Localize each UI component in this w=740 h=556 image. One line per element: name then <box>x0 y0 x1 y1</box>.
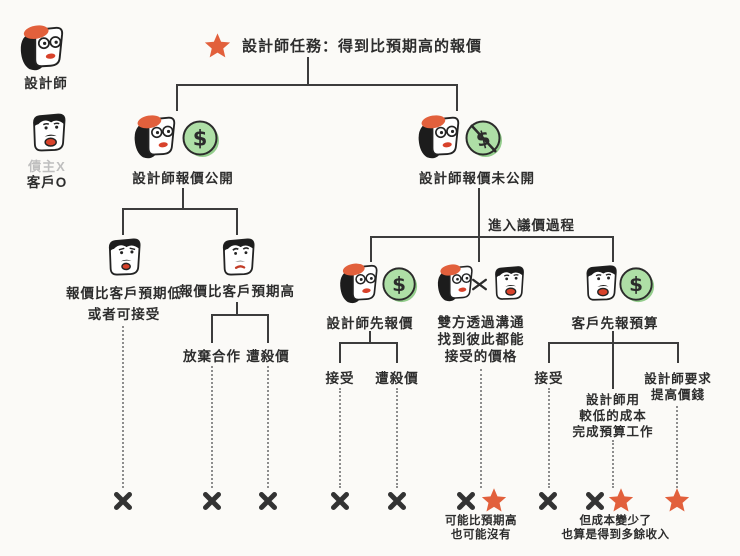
page-title: 設計師任務：得到比預期高的報價 <box>242 38 483 55</box>
dotted-connector <box>211 366 213 488</box>
dotted-connector <box>396 388 398 488</box>
tree-connector <box>122 208 238 210</box>
node-lowcost-label: 設計師用 較低的成本 完成預算工作 <box>533 392 693 440</box>
client-face-icon <box>487 263 528 303</box>
star-icon <box>608 487 634 513</box>
node-accept1-label: 接受 <box>325 371 355 386</box>
dotted-connector <box>548 388 550 488</box>
star-icon <box>664 487 690 513</box>
tree-connector <box>612 342 614 389</box>
caption-maybe-line2: 也可能沒有 <box>451 529 511 541</box>
caption-surplus: 但成本變少了 也算是得到多餘收入 <box>523 514 708 542</box>
x-mark-icon <box>585 491 605 511</box>
client-face-worried-icon <box>214 235 259 279</box>
star-icon <box>204 32 231 59</box>
caption-surplus-line1: 但成本變少了 <box>579 515 652 527</box>
node-slashed1-label: 遭殺價 <box>246 349 290 364</box>
designer-face-icon <box>16 24 66 72</box>
tree-connector <box>370 236 614 238</box>
designer-face-icon <box>434 263 475 303</box>
node-client-first-label: 客戶先報預算 <box>571 316 659 331</box>
node-quote-private-label: 設計師報價未公開 <box>419 171 535 186</box>
node-quote-public-label: 設計師報價公開 <box>132 171 234 186</box>
tree-connector <box>122 208 124 235</box>
dotted-connector <box>480 369 482 488</box>
designer-face-icon <box>414 114 462 160</box>
node-slashed2-label: 遭殺價 <box>375 371 419 386</box>
tree-connector <box>370 236 372 262</box>
node-raise-line1: 設計師要求 <box>644 372 712 386</box>
node-negotiation-label: 進入議價過程 <box>488 218 575 233</box>
tree-connector <box>176 84 178 111</box>
legend-client-label: 客戶O <box>26 175 68 190</box>
x-mark-icon <box>538 491 558 511</box>
caption-surplus-line2: 也算是得到多餘收入 <box>561 529 670 541</box>
tree-connector <box>396 342 398 363</box>
tree-connector <box>677 342 679 363</box>
tree-connector <box>548 342 550 363</box>
tree-connector <box>307 57 309 84</box>
exchange-icon <box>471 276 488 293</box>
x-mark-icon <box>330 491 350 511</box>
node-lower-label: 報價比客戶預期低 或者可接受 <box>44 283 204 325</box>
node-higher-label: 報價比客戶預期高 <box>179 284 295 299</box>
tree-connector <box>236 302 238 314</box>
dotted-connector <box>339 388 341 488</box>
tree-connector <box>478 188 480 262</box>
node-lowcost-line3: 完成預算工作 <box>572 425 654 439</box>
dotted-connector <box>267 366 269 488</box>
client-face-icon <box>24 110 70 155</box>
tree-connector <box>339 342 341 363</box>
dotted-connector <box>122 326 124 488</box>
dollar-coin-crossed-icon <box>464 119 504 159</box>
designer-face-icon <box>130 114 178 160</box>
node-lower-line2: 或者可接受 <box>87 307 161 322</box>
legend-creditor-label: 債主X <box>28 159 66 174</box>
node-communicate-line1: 雙方透過溝通 <box>437 315 525 330</box>
client-face-icon <box>578 262 621 304</box>
tree-connector <box>182 188 184 208</box>
node-designer-first-label: 設計師先報價 <box>326 316 414 331</box>
x-mark-icon <box>258 491 278 511</box>
node-communicate-label: 雙方透過溝通 找到彼此都能 接受的價格 <box>401 314 561 365</box>
tree-connector <box>211 314 269 316</box>
tree-connector <box>369 331 371 342</box>
dollar-coin-icon <box>381 266 419 304</box>
dollar-coin-icon <box>181 119 221 159</box>
tree-connector <box>267 314 269 343</box>
node-lowcost-line1: 設計師用 <box>585 393 640 407</box>
node-raise-label: 設計師要求 提高價錢 <box>598 371 740 403</box>
dotted-connector <box>676 406 678 488</box>
tree-connector <box>339 342 398 344</box>
x-mark-icon <box>456 491 476 511</box>
tree-connector <box>211 314 213 343</box>
dollar-coin-icon <box>618 266 656 304</box>
designer-face-icon <box>336 262 380 305</box>
tree-connector <box>176 84 458 86</box>
x-mark-icon <box>113 491 133 511</box>
dotted-connector <box>612 440 614 488</box>
node-communicate-line3: 接受的價格 <box>444 349 518 364</box>
tree-connector <box>612 331 614 342</box>
x-mark-icon <box>202 491 222 511</box>
caption-maybe-line1: 可能比預期高 <box>445 515 517 527</box>
node-accept2-label: 接受 <box>534 371 564 386</box>
caption-maybe: 可能比預期高 也可能沒有 <box>401 514 561 542</box>
node-abandon-label: 放棄合作 <box>183 349 241 364</box>
node-raise-line2: 提高價錢 <box>650 388 705 402</box>
client-face-icon <box>100 235 145 279</box>
node-communicate-line2: 找到彼此都能 <box>437 332 525 347</box>
star-icon <box>481 487 507 513</box>
x-mark-icon <box>387 491 407 511</box>
tree-connector <box>456 84 458 111</box>
legend-designer-label: 設計師 <box>24 76 68 91</box>
tree-connector <box>612 236 614 262</box>
tree-connector <box>236 208 238 235</box>
node-lowcost-line2: 較低的成本 <box>579 409 647 423</box>
node-lower-line1: 報價比客戶預期低 <box>66 286 182 301</box>
